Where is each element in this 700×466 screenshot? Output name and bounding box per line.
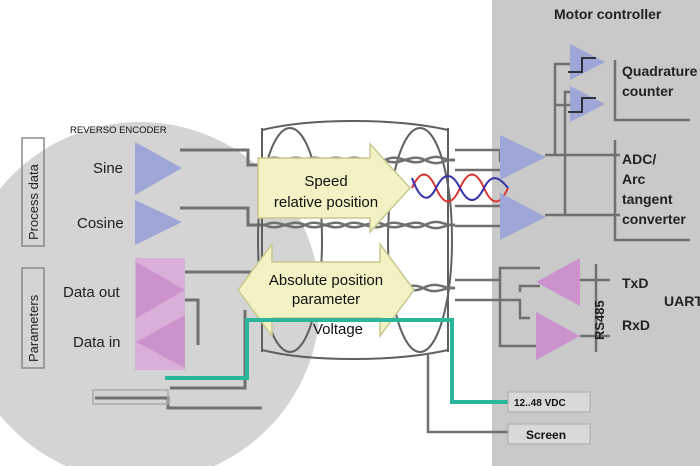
adc-label-4: converter <box>622 211 686 227</box>
cosine-label: Cosine <box>77 215 124 232</box>
speed-label-2: relative position <box>274 194 378 211</box>
speed-label-1: Speed <box>304 173 347 190</box>
process-data-bracket <box>21 137 45 247</box>
absolute-label-2: parameter <box>292 291 360 308</box>
controller-wires <box>455 60 690 352</box>
absolute-label-1: Absolute position <box>269 272 383 289</box>
absolute-position-arrow <box>237 241 415 339</box>
quadrature-label-1: Quadrature <box>622 63 698 79</box>
uart-label: UART <box>664 293 700 309</box>
adc-label-3: tangent <box>622 191 673 207</box>
data-in-label: Data in <box>73 334 121 351</box>
adc-label-2: Arc <box>622 171 646 187</box>
motor-controller-panel <box>492 0 700 466</box>
voltage-label: Voltage <box>313 321 363 338</box>
screen-label: Screen <box>526 428 566 442</box>
quad-triangle-bottom <box>570 86 605 122</box>
sine-triangle <box>135 142 182 195</box>
parameters-label: Parameters <box>26 294 41 362</box>
encoder-wires <box>95 148 265 410</box>
supply-box <box>507 391 591 413</box>
parameters-bracket <box>21 267 45 369</box>
cosine-triangle <box>135 200 182 245</box>
quadrature-label-2: counter <box>622 83 674 99</box>
adc-triangle-sine <box>500 135 546 180</box>
quad-triangle-top <box>570 44 605 80</box>
square-wave-glyphs <box>568 57 596 113</box>
txd-triangle <box>536 258 580 306</box>
process-data-label: Process data <box>26 163 41 240</box>
rxd-triangle <box>536 312 580 360</box>
motor-controller-title: Motor controller <box>554 6 662 22</box>
adc-triangle-cosine <box>500 193 546 240</box>
rs485-label: RS485 <box>592 300 607 340</box>
data-in-triangle <box>136 315 185 368</box>
speed-arrow <box>257 142 412 234</box>
sine-label: Sine <box>93 160 123 177</box>
voltage-line <box>165 318 508 404</box>
adc-label-1: ADC/ <box>622 151 656 167</box>
cosine-wave <box>411 175 509 201</box>
encoder-title: REVERSO ENCODER <box>70 125 167 136</box>
rxd-label: RxD <box>622 317 650 333</box>
txd-label: TxD <box>622 275 648 291</box>
data-out-label: Data out <box>63 284 121 301</box>
screen-box <box>507 423 591 445</box>
supply-label: 12..48 VDC <box>514 398 566 409</box>
data-out-triangle <box>136 262 185 318</box>
screen-wire <box>426 355 508 434</box>
encoder-screen-stub <box>92 389 169 405</box>
